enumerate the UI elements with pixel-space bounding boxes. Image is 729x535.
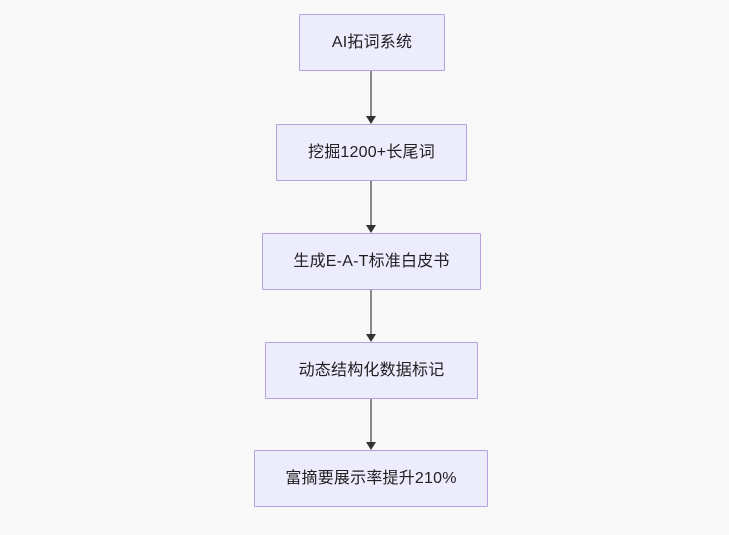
connector-line (370, 181, 372, 225)
flow-node-label: 生成E-A-T标准白皮书 (293, 252, 450, 270)
arrowhead-icon (366, 334, 376, 342)
flow-node-structured-data-markup[interactable]: 动态结构化数据标记 (265, 342, 478, 399)
arrowhead-icon (366, 225, 376, 233)
flow-node-label: AI拓词系统 (331, 33, 413, 51)
connector-line (370, 71, 372, 116)
flow-node-rich-snippet-result[interactable]: 富摘要展示率提升210% (254, 450, 488, 507)
connector-line (370, 290, 372, 334)
flow-node-label: 动态结构化数据标记 (298, 361, 445, 379)
arrowhead-icon (366, 116, 376, 124)
arrowhead-icon (366, 442, 376, 450)
flow-node-ai-keyword-system[interactable]: AI拓词系统 (299, 14, 445, 71)
flow-node-label: 富摘要展示率提升210% (285, 469, 457, 487)
flow-node-label: 挖掘1200+长尾词 (308, 143, 435, 161)
flow-node-eat-whitepaper[interactable]: 生成E-A-T标准白皮书 (262, 233, 481, 290)
flow-node-longtail-keywords[interactable]: 挖掘1200+长尾词 (276, 124, 467, 181)
connector-line (370, 399, 372, 442)
